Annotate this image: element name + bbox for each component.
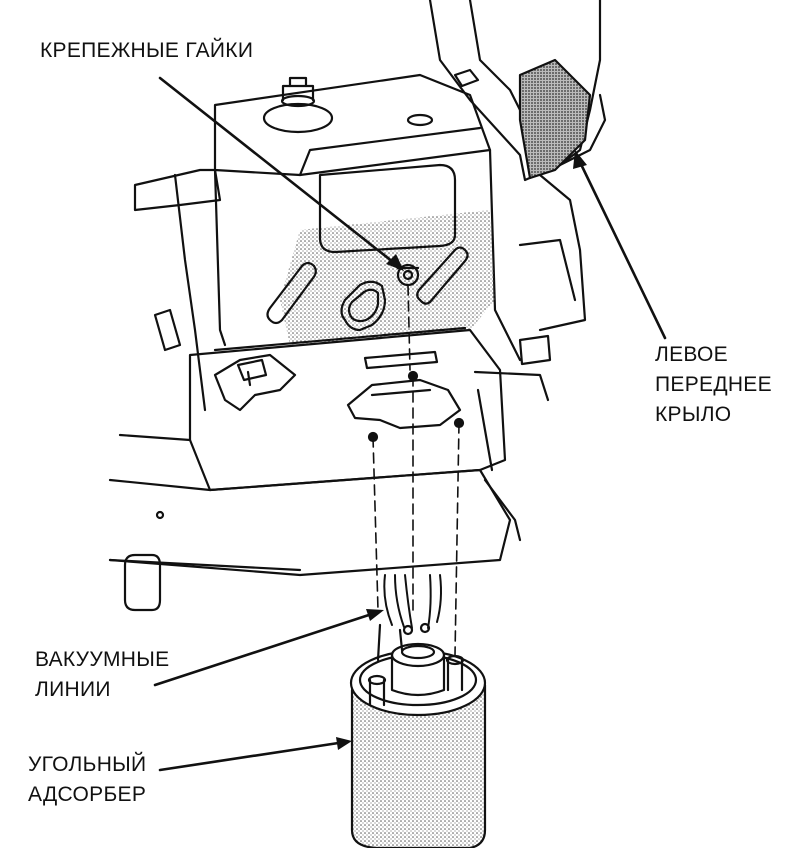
vacuum-lines-label-line: ЛИНИИ: [35, 678, 111, 701]
vacuum-lines-label: ВАКУУМНЫЕ ЛИНИИ: [35, 645, 169, 705]
mounting-bracket: [108, 73, 550, 612]
charcoal-canister-label-line: УГОЛЬНЫЙ: [28, 753, 147, 776]
left-fender-label-line: ПЕРЕДНЕЕ: [655, 373, 772, 396]
left-fender: [428, 0, 607, 366]
alignment-lines: [372, 284, 460, 656]
leader-lines: [153, 76, 667, 772]
arrow-heads: [336, 150, 587, 750]
left-front-fender-label: ЛЕВОЕ ПЕРЕДНЕЕ КРЫЛО: [655, 340, 772, 430]
charcoal-canister-drawing: [349, 622, 487, 850]
mounting-nuts-label: КРЕПЕЖНЫЕ ГАЙКИ: [40, 39, 254, 62]
left-fender-label-line: КРЫЛО: [655, 403, 732, 426]
charcoal-canister-label: УГОЛЬНЫЙ АДСОРБЕР: [28, 750, 146, 810]
left-fender-label-line: ЛЕВОЕ: [655, 343, 728, 366]
vacuum-lines-label-line: ВАКУУМНЫЕ: [35, 648, 170, 671]
charcoal-canister-label-line: АДСОРБЕР: [28, 783, 147, 806]
vacuum-lines-drawing: [383, 574, 442, 629]
